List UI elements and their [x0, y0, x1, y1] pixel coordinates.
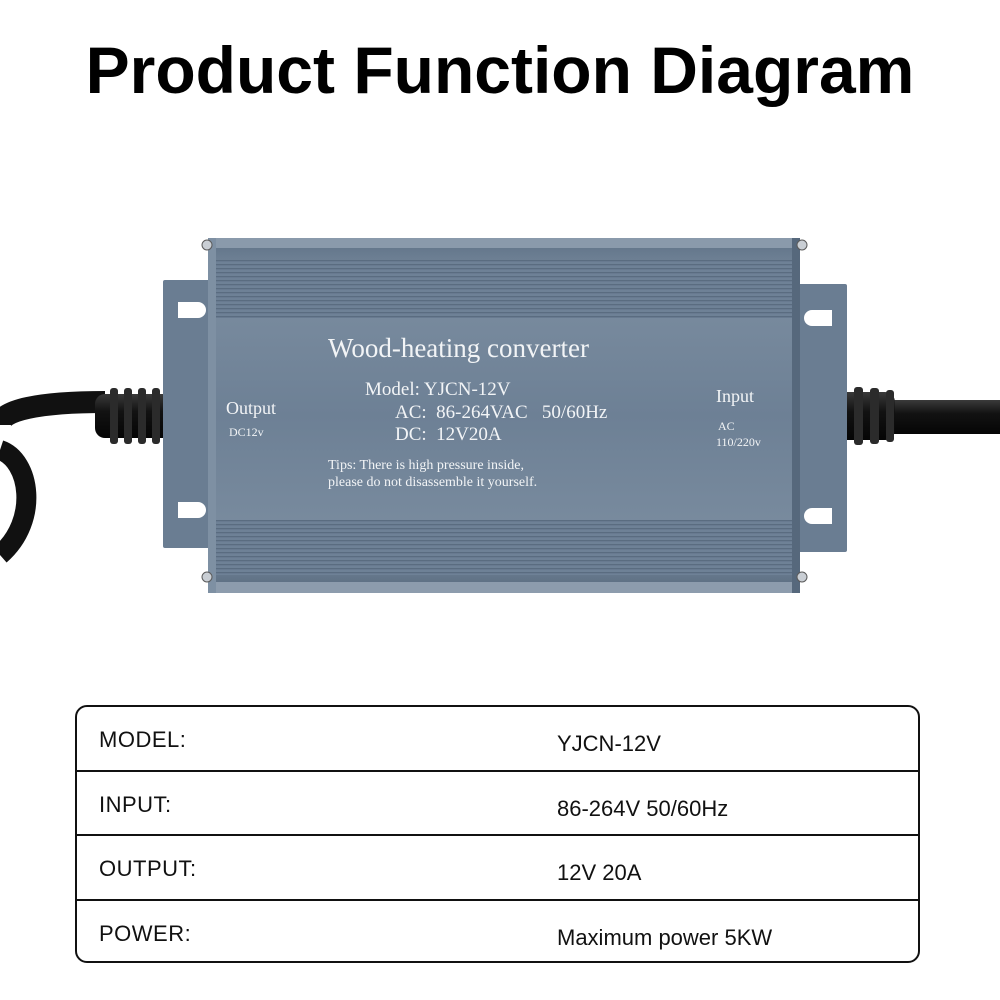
spec-value: YJCN-12V — [557, 731, 661, 756]
spec-key: POWER: — [99, 920, 192, 946]
left-mounting-flange — [163, 280, 213, 548]
device-ac-label: AC: 86-264VAC 50/60Hz — [395, 402, 607, 423]
right-mounting-flange — [797, 284, 847, 552]
converter-housing — [201, 238, 808, 593]
spec-value: 12V 20A — [557, 860, 642, 885]
output-port-sublabel: DC12v — [229, 425, 264, 439]
device-dc-label: DC: 12V20A — [395, 424, 502, 445]
spec-table: MODEL: YJCN-12V INPUT: 86-264V 50/60Hz O… — [75, 705, 920, 963]
spec-value: 86-264V 50/60Hz — [557, 795, 729, 821]
spec-row-power: POWER: Maximum power 5KW — [77, 901, 918, 962]
spec-row-output: OUTPUT: 12V 20A — [77, 836, 918, 901]
page-title: Product Function Diagram — [85, 33, 915, 107]
spec-row-input: INPUT: 86-264V 50/60Hz — [77, 772, 918, 836]
spec-key: INPUT: — [99, 791, 172, 817]
input-port-label: Input — [716, 386, 754, 406]
converter-product-image: Wood-heating converter Model: YJCN-12V A… — [0, 220, 1000, 620]
spec-key: OUTPUT: — [99, 856, 197, 881]
input-port-sublabel-voltage: 110/220v — [716, 435, 761, 449]
input-port-sublabel-ac: AC — [718, 419, 735, 433]
spec-row-model: MODEL: YJCN-12V — [77, 707, 918, 772]
spec-value: Maximum power 5KW — [557, 924, 773, 950]
device-name-label: Wood-heating converter — [328, 333, 589, 363]
spec-key: MODEL: — [99, 727, 187, 752]
output-port-label: Output — [226, 398, 276, 418]
device-tips-line-1: Tips: There is high pressure inside, — [328, 458, 524, 473]
device-tips-line-2: please do not disassemble it yourself. — [328, 475, 537, 490]
device-model-label: Model: YJCN-12V — [365, 379, 511, 400]
